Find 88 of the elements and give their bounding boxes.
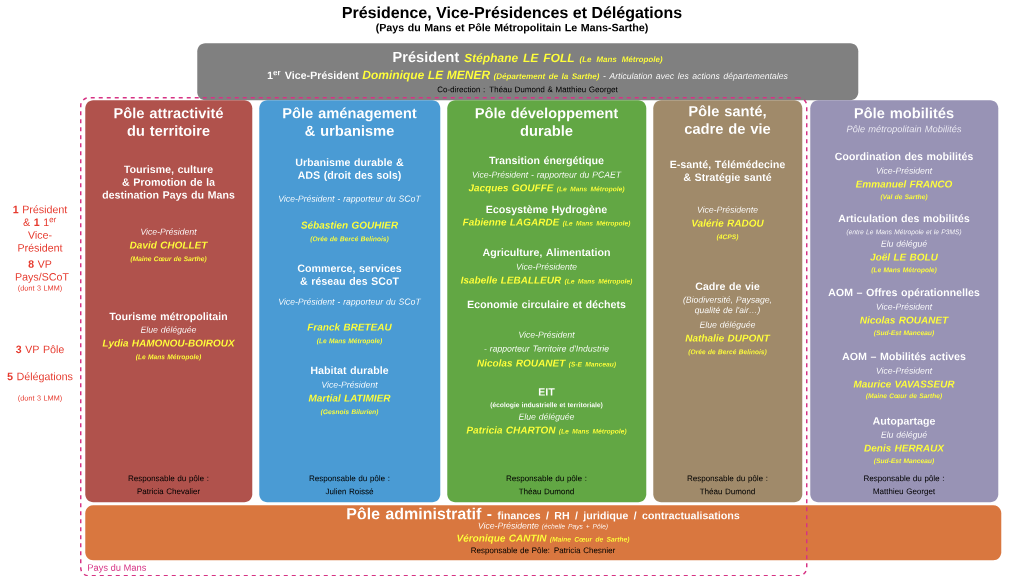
role-text: Vice-Président - rapporteur du SCoT [279, 195, 422, 204]
person-name: Isabelle LEBALLEUR [460, 276, 562, 284]
person-name: Nicolas ROUANET [477, 359, 566, 367]
dashed-area [80, 97, 808, 576]
topic-text: Tourisme, culture & Promotion de la destination Pays du Mans [102, 165, 235, 201]
person-name: Joël LE BOLU [870, 253, 939, 261]
role-text: - rapporteur Territoire d'Industrie [484, 345, 609, 354]
person-name: Patricia CHARTON [466, 426, 556, 434]
responsible-text: Responsable du pôle : [309, 475, 390, 483]
person-name: Emmanuel FRANCO [855, 180, 953, 188]
heading-text: finances / RH / juridique / contractualisations [497, 511, 740, 522]
topic-text: Economie circulaire et déchets [467, 300, 626, 309]
topic-text: Ecosystème Hydrogène [486, 205, 607, 216]
person-name: Denis HERRAUX [864, 444, 945, 452]
role-text: Elu délégué [881, 240, 927, 249]
heading-text: Pôle attractivité du territoire [114, 107, 223, 136]
person-name: Franck BRETEAU [307, 323, 392, 331]
territory-text: (Le Mans Métropole) [579, 56, 663, 64]
topic-text: Coordination des mobilités [835, 152, 973, 161]
person-name: Véronique CANTIN [457, 534, 547, 544]
responsible-text: Théau Dumond [518, 488, 574, 495]
count-label: 5 Délégations [7, 372, 73, 383]
topic-text: Commerce, services & réseau des SCoT [297, 264, 402, 285]
topic-text: AOM – Mobilités actives [842, 352, 966, 361]
topic-text: Agriculture, Alimentation [482, 248, 610, 259]
role-text: Vice-Président [876, 167, 933, 174]
person-name: Jacques GOUFFE [468, 184, 554, 194]
heading-text: Président [393, 51, 460, 63]
subheading-text: Pôle métropolitain Mobilités [846, 125, 962, 135]
responsible-text: Responsable du pôle : [864, 475, 944, 483]
area-label: Pays du Mans [88, 564, 147, 573]
role-text: Vice-Président [876, 303, 933, 310]
role-text: Vice-Président [519, 331, 575, 338]
topic-text: Habitat durable [311, 366, 389, 375]
topic-text: Cadre de vie [695, 282, 760, 291]
role-text: Vice-Président [876, 367, 933, 374]
responsible-text: Théau Dumond [699, 488, 755, 495]
role-text: Elue déléguée [140, 326, 197, 335]
role-text: Vice-Président - rapporteur du SCoT [279, 298, 422, 307]
heading-text: Pôle développement durable [475, 107, 619, 136]
heading-text: Pôle aménagement & urbanisme [283, 107, 417, 136]
person-name: Nicolas ROUANET [860, 316, 949, 324]
person-name: Stéphane LE FOLL [464, 53, 574, 65]
title: Présidence, Vice-Présidences et Délégations [342, 6, 682, 22]
topic-text: EIT [538, 388, 555, 396]
territory-text: (Département de la Sarthe) [493, 73, 600, 81]
person-name: Maurice VAVASSEUR [853, 380, 955, 388]
person-name: Fabienne LAGARDE [462, 218, 560, 226]
person-name: Lydia HAMONOU-BOIROUX [102, 339, 236, 349]
person-name: Sébastien GOUHIER [301, 221, 399, 229]
role-text: Vice-Présidente [478, 522, 539, 529]
person-name: David CHOLLET [129, 241, 209, 249]
responsible-text: Responsable du pôle : [687, 475, 768, 483]
topic-text: E-santé, Télémédecine & Stratégie santé [670, 160, 785, 184]
role-text: Vice-Président [322, 381, 378, 388]
heading-text: Pôle mobilités [854, 107, 954, 119]
responsible-text: Co-direction : Théau Dumond & Matthieu Georget [437, 86, 618, 94]
responsible-text: Responsable du pôle : [128, 475, 209, 483]
responsible-text: Responsable du pôle : [506, 475, 587, 483]
responsible-text: Responsable de Pôle: Patricia Chesnier [471, 547, 616, 555]
count-label: 8 VP Pays/SCoT [15, 260, 69, 283]
topic-text: Urbanisme durable & ADS (droit des sols) [295, 158, 404, 181]
role-text: (Biodiversité, Paysage, qualité de l'air…) [683, 296, 772, 315]
count-label: 1 Président & 1 1$^{er}$ Vice-Président [13, 205, 68, 252]
topic-text: Tourisme métropolitain [109, 312, 227, 323]
topic-text: Articulation des mobilités [838, 214, 970, 223]
count-label: 3 VP Pôle [15, 345, 64, 354]
topic-text: AOM – Offres opérationnelles [828, 288, 980, 299]
person-name: Valérie RADOU [692, 219, 764, 227]
note-text: - Articulation avec les actions départementales [603, 72, 788, 81]
role-text: Elue déléguée [518, 413, 575, 422]
role-text: 1$^{er}$ Vice-Président [267, 70, 359, 80]
person-name: Martial LATIMIER [308, 394, 391, 402]
topic-text: Autopartage [872, 417, 936, 427]
person-name: Dominique LE MENER [362, 70, 490, 82]
responsible-text: Patricia Chevalier [137, 488, 200, 495]
responsible-text: Julien Roissé [325, 488, 374, 495]
role-text: Elu délégué [881, 431, 927, 440]
heading-text: Pôle santé, cadre de vie [684, 105, 771, 134]
role-text: Vice-Présidente [516, 263, 577, 270]
role-text: Vice-Présidente [697, 206, 758, 213]
role-text: Vice-Président [141, 228, 197, 235]
heading-text: Pôle administratif - [347, 507, 492, 520]
responsible-text: Matthieu Georget [873, 488, 936, 496]
person-name: Nathalie DUPONT [685, 334, 771, 342]
role-text: Elue déléguée [699, 321, 756, 330]
topic-text: Transition énergétique [489, 156, 604, 167]
role-text: Vice-Président - rapporteur du PCAET [472, 171, 622, 180]
